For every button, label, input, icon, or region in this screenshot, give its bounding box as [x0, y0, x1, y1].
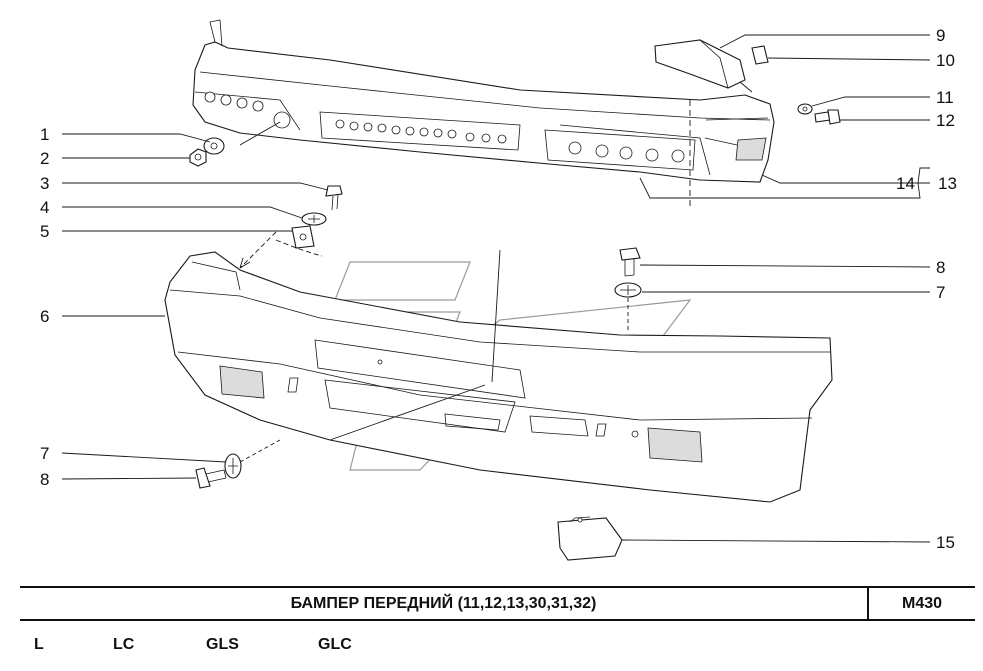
callout-10: 10	[936, 51, 955, 70]
assembly-lines	[239, 81, 753, 463]
washer-part-4	[301, 212, 327, 226]
washer-part-7-right	[614, 282, 642, 298]
bolt-part-12	[814, 109, 841, 125]
bolt-part-8-right	[619, 247, 641, 277]
callout-8-right: 8	[936, 258, 945, 277]
callout-1: 1	[40, 125, 49, 144]
variant-label: GLS	[206, 636, 239, 653]
callouts: 1 2 3 4 5 6 7 8 9 10 11 12 13 14 8 7 15	[40, 26, 957, 552]
diagram-code: M430	[901, 595, 943, 612]
washer-part-11	[797, 103, 813, 115]
callout-12: 12	[936, 111, 955, 130]
callout-13: 13	[938, 174, 957, 193]
callout-6: 6	[40, 307, 49, 326]
nut-part-2	[189, 148, 207, 167]
washer-part-1	[203, 137, 225, 155]
callout-2: 2	[40, 149, 49, 168]
title-block: БАМПЕР ПЕРЕДНИЙ (11,12,13,30,31,32) M430	[20, 586, 975, 621]
callout-9: 9	[936, 26, 945, 45]
callout-7-right: 7	[936, 283, 945, 302]
variant-label: GLC	[318, 636, 352, 653]
callout-5: 5	[40, 222, 49, 241]
callout-7-left: 7	[40, 444, 49, 463]
bumper-cover	[164, 251, 833, 503]
variant-list: L LC GLS GLC	[0, 632, 983, 662]
tow-hook-cover-part-15	[557, 516, 623, 561]
title-divider	[867, 588, 869, 619]
clip-nut-part-5	[291, 225, 315, 249]
bumper-exploded-diagram: 1 2 3 4 5 6 7 8 9 10 11 12 13 14 8 7 15	[40, 19, 957, 561]
washer-part-7-left	[224, 453, 242, 479]
variant-label: L	[34, 636, 44, 653]
callout-11: 11	[936, 88, 954, 107]
callout-4: 4	[40, 198, 49, 217]
callout-14: 14	[896, 174, 915, 193]
bolt-part-8-left	[195, 467, 227, 489]
screw-part-3	[325, 185, 343, 211]
clip-part-10	[751, 45, 769, 65]
diagram-title: БАМПЕР ПЕРЕДНИЙ (11,12,13,30,31,32)	[290, 595, 597, 612]
leader-lines	[61, 34, 931, 543]
variant-label: LC	[113, 636, 135, 653]
callout-3: 3	[40, 174, 49, 193]
bracket-part-9	[654, 39, 746, 89]
callout-15: 15	[936, 533, 955, 552]
callout-8-left: 8	[40, 470, 49, 489]
bumper-beam	[192, 19, 775, 183]
